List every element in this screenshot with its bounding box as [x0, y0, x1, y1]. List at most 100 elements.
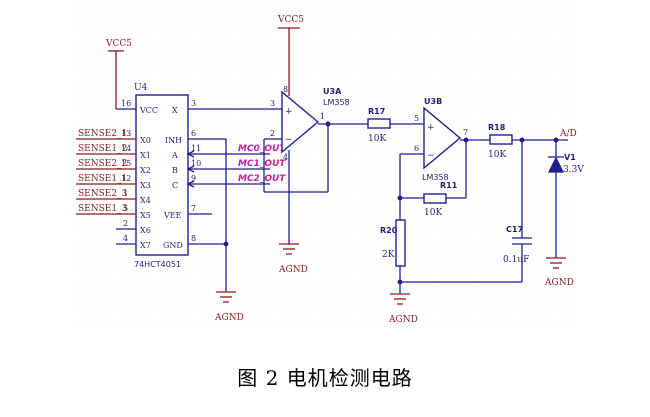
v1-designator: V1: [564, 153, 576, 162]
sense-inputs: SENSE2_1 SENSE1_2 SENSE2_2 SENSE1_1 SENS…: [76, 129, 136, 245]
r17-designator: R17: [368, 107, 385, 116]
mux-pin-num-7: 7: [191, 204, 196, 213]
c17-value: 0.1uF: [503, 255, 529, 265]
mux-designator: U4: [134, 83, 148, 93]
figure-caption: 图 2 电机检测电路: [237, 366, 413, 390]
agnd-left-label: AGND: [214, 313, 244, 323]
vcc-left: VCC5: [105, 39, 136, 110]
mc0-label: MC0_OUT: [238, 144, 286, 154]
r18-designator: R18: [488, 123, 506, 132]
opamp-u3a-part: LM358: [323, 98, 350, 107]
sense-label-x4: SENSE2_3: [78, 189, 128, 199]
opamp-u3a-pin1: 1: [320, 112, 325, 121]
mux-pin-c: C: [172, 181, 178, 190]
mux-pin-x7: X7: [140, 241, 151, 250]
agnd-opamp: AGND: [278, 243, 308, 275]
mux-pin-num-6: 6: [191, 129, 196, 138]
mux-pin-num-3: 3: [191, 99, 196, 108]
ad-label: A/D: [559, 129, 577, 139]
opamp-u3a-plus: +: [285, 107, 293, 117]
mux-pin-num-16: 16: [121, 99, 131, 108]
resistor-r11: R11 10K: [400, 181, 466, 218]
mux-pin-gnd: GND: [163, 241, 183, 250]
resistor-r17: R17 10K: [367, 107, 424, 144]
r11-value: 10K: [424, 208, 442, 218]
opamp-u3a-pin2: 2: [270, 129, 275, 138]
r18-value: 10K: [488, 150, 506, 160]
opamp-u3b-part: LM358: [422, 173, 449, 182]
mux-pin-x2: X2: [140, 166, 151, 175]
agnd-opamp-label: AGND: [278, 265, 308, 275]
opamp-u3b-pin5: 5: [414, 114, 419, 123]
mc2-label: MC2_OUT: [238, 174, 286, 184]
agnd-right: AGND: [544, 257, 574, 288]
mux-pin-x4: X4: [140, 196, 151, 205]
r17-value: 10K: [368, 134, 386, 144]
opamp-u3b-pin7: 7: [463, 128, 468, 137]
vcc-top-label: VCC5: [277, 15, 304, 25]
mux-pin-x6: X6: [140, 226, 151, 235]
mux-pin-num-11: 11: [191, 144, 201, 153]
sense-label-x1: SENSE1_2: [78, 144, 127, 154]
opamp-u3a-minus: −: [285, 135, 293, 145]
opamp-u3a-pin3: 3: [270, 99, 275, 108]
mc1-label: MC1_OUT: [238, 159, 286, 169]
sense-label-x5: SENSE1_3: [78, 204, 128, 214]
agnd-right-label: AGND: [544, 278, 574, 288]
mux-pin-num-4: 4: [123, 234, 128, 243]
agnd-left: AGND: [214, 291, 244, 323]
vcc-left-label: VCC5: [105, 39, 132, 49]
resistor-r20: R20 2K: [380, 219, 522, 294]
agnd-mid-label: AGND: [388, 315, 418, 325]
mux-pin-num-1: 1: [123, 189, 128, 198]
r20-value: 2K: [382, 250, 395, 260]
r11-designator: R11: [440, 181, 458, 190]
mux-right-wiring: MC0_OUT MC1_OUT MC2_OUT: [186, 108, 286, 292]
circuit-schematic: VCC5 U4 74HCT4051 VCC X0 X1 X2 X3 X4 X5 …: [75, 0, 584, 330]
agnd-mid: AGND: [388, 293, 418, 325]
opamp-u3a-designator: U3A: [323, 87, 342, 96]
mux-part: 74HCT4051: [134, 260, 181, 269]
vcc-top: VCC5: [277, 15, 304, 96]
mux-pin-inh: INH: [165, 136, 182, 145]
mux-pin-num-5: 5: [123, 204, 128, 213]
mux-pin-x5: X5: [140, 211, 151, 220]
sense-label-x2: SENSE2_2: [78, 159, 127, 169]
r20-designator: R20: [380, 226, 398, 235]
mux-pin-num-8: 8: [191, 234, 196, 243]
mux-pin-num-2: 2: [123, 219, 128, 228]
opamp-u3a-pin4: 4: [283, 153, 288, 162]
mux-pin-num-9: 9: [191, 174, 196, 183]
opamp-u3b-pin6: 6: [414, 144, 419, 153]
capacitor-c17: C17 0.1uF: [503, 140, 532, 282]
mux-pin-num-14: 14: [121, 144, 131, 153]
v1-value: 3.3V: [563, 165, 584, 175]
opamp-u3b: U3B LM358 + − 5 6 7: [397, 97, 490, 220]
mux-pin-x3: X3: [140, 181, 151, 190]
mux-body: [135, 94, 189, 256]
mux-pin-vee: VEE: [163, 211, 182, 220]
mux-pin-x: X: [172, 106, 178, 115]
opamp-u3a: U3A LM358 + − 3 2 1 8 4: [263, 85, 368, 244]
mux-pin-num-12: 12: [121, 174, 131, 183]
opamp-u3a-pin8: 8: [283, 85, 288, 94]
opamp-u3b-minus: −: [427, 151, 435, 161]
sense-label-x0: SENSE2_1: [78, 129, 127, 139]
mux-pin-x0: X0: [140, 136, 151, 145]
opamp-u3a-body: [281, 90, 320, 154]
mux-pin-a: A: [171, 151, 178, 160]
opamp-u3b-body: [423, 106, 462, 170]
mux-u4: U4 74HCT4051 VCC X0 X1 X2 X3 X4 X5 X6 X7…: [121, 83, 201, 269]
mux-pin-b: B: [172, 166, 178, 175]
zener-v1: V1 3.3V: [547, 140, 584, 258]
mux-pin-num-13: 13: [121, 129, 131, 138]
c17-designator: C17: [506, 225, 523, 234]
opamp-u3b-designator: U3B: [424, 97, 442, 106]
sense-label-x3: SENSE1_1: [78, 174, 127, 184]
mux-pin-vcc: VCC: [139, 106, 158, 115]
mux-pin-x1: X1: [140, 151, 151, 160]
opamp-u3b-plus: +: [427, 123, 435, 133]
mux-pin-num-10: 10: [191, 159, 201, 168]
mux-pin-num-15: 15: [121, 159, 131, 168]
